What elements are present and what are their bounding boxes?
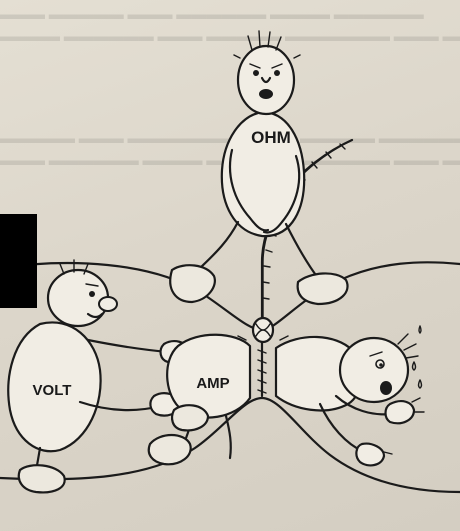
volt-label: VOLT xyxy=(33,382,72,399)
sweat-drops xyxy=(411,325,423,389)
ohm-arm-left xyxy=(228,148,270,232)
amp-shoe-b xyxy=(171,404,210,432)
amp-label: AMP xyxy=(196,375,229,392)
ohm-leg-left xyxy=(194,220,240,274)
conductor-lower-edge xyxy=(0,396,460,494)
ohm-shoe-left xyxy=(169,264,216,304)
ohm-character xyxy=(169,30,349,306)
amp-head xyxy=(338,336,410,404)
amp-shoe-a xyxy=(147,433,192,466)
amp-hand-lower xyxy=(355,442,386,467)
redaction-block xyxy=(0,214,37,308)
ohm-body xyxy=(220,110,306,238)
ohm-arm-right xyxy=(262,154,301,234)
volt-body xyxy=(7,321,102,453)
ohm-label: OHM xyxy=(251,128,291,147)
amp-body xyxy=(166,333,252,419)
volt-shoe xyxy=(17,464,66,494)
volt-head xyxy=(46,268,110,328)
amp-leg-b xyxy=(224,414,232,460)
ohm-shoe-right xyxy=(296,272,349,306)
ohm-head xyxy=(236,44,296,116)
volt-arm-upper xyxy=(86,338,170,354)
amp-hand-upper xyxy=(384,400,416,425)
amp-character xyxy=(147,325,425,467)
ohm-leg-right xyxy=(284,222,320,280)
